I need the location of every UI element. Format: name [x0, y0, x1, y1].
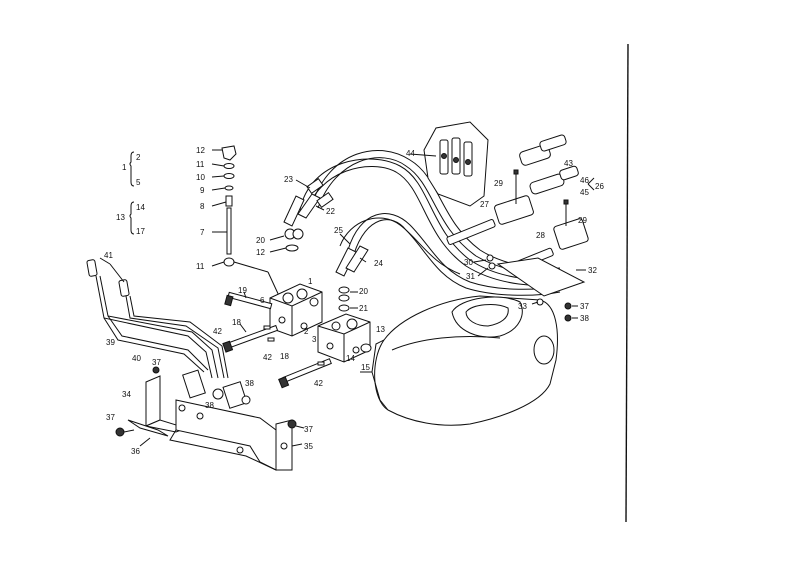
valve-rod-stack: [211, 145, 281, 299]
control-valve-body: [269, 283, 323, 337]
part-label: 14: [136, 203, 145, 212]
part-label: 37: [304, 425, 313, 434]
part-label: 2: [136, 153, 141, 162]
part-label: 33: [518, 302, 527, 311]
operator-console: [409, 121, 489, 207]
part-label: 2: [304, 327, 309, 336]
part-label: 38: [580, 314, 589, 323]
part-label: 20: [359, 287, 368, 296]
part-label: 7: [200, 228, 205, 237]
hose-fittings-22-23: [269, 178, 334, 253]
part-label: 46: [580, 176, 589, 185]
page-border-line: [625, 43, 629, 523]
part-label: 42: [213, 327, 222, 336]
part-label: 37: [152, 358, 161, 367]
part-label: 1: [122, 163, 127, 172]
control-valve-section: [317, 313, 372, 363]
part-label: 11: [196, 160, 205, 169]
part-label: 34: [122, 390, 131, 399]
part-label: 23: [284, 175, 293, 184]
part-label: 10: [196, 173, 205, 182]
group-bracket-13: [129, 201, 135, 235]
part-label: 32: [588, 266, 597, 275]
part-label: 42: [263, 353, 272, 362]
part-label: 1: [308, 277, 313, 286]
part-reference-labels: 12 11 10 9 8 7 11 1 2 5 13 14 17 23 22 2…: [104, 146, 604, 456]
part-label: 27: [480, 200, 489, 209]
part-label: 36: [131, 447, 140, 456]
part-label: 12: [256, 248, 265, 257]
part-label: 42: [314, 379, 323, 388]
part-label: 31: [466, 272, 475, 281]
part-label: 26: [595, 182, 604, 191]
part-label: 37: [580, 302, 589, 311]
part-label: 8: [200, 202, 205, 211]
part-label: 38: [205, 401, 214, 410]
long-bolts: [222, 291, 332, 389]
part-label: 21: [359, 304, 368, 313]
part-label: 29: [494, 179, 503, 188]
part-label: 11: [196, 262, 205, 271]
part-label: 41: [104, 251, 113, 260]
part-label: 5: [136, 178, 141, 187]
part-label: 43: [564, 159, 573, 168]
part-label: 30: [464, 258, 473, 267]
part-label: 38: [245, 379, 254, 388]
part-label: 20: [256, 236, 265, 245]
part-label: 40: [132, 354, 141, 363]
part-label: 45: [580, 188, 589, 197]
part-label: 13: [116, 213, 125, 222]
part-label: 17: [136, 227, 145, 236]
part-label: 9: [200, 186, 205, 195]
part-label: 24: [374, 259, 383, 268]
part-label: 28: [536, 231, 545, 240]
group-bracket-1: [129, 151, 135, 187]
lever-mount-bracket: [115, 366, 305, 471]
part-label: 35: [304, 442, 313, 451]
part-label: 18: [280, 352, 289, 361]
hydraulic-tank: [360, 295, 558, 426]
control-levers: [86, 257, 229, 379]
part-label: 3: [312, 335, 317, 344]
part-label: 12: [196, 146, 205, 155]
part-label: 18: [232, 318, 241, 327]
part-label: 29: [578, 216, 587, 225]
part-label: 22: [326, 207, 335, 216]
part-label: 37: [106, 413, 115, 422]
part-label: 15: [361, 363, 370, 372]
part-label: 6: [260, 296, 265, 305]
part-label: 44: [406, 149, 415, 158]
part-label: 13: [376, 325, 385, 334]
part-label: 14: [346, 354, 355, 363]
right-side-fittings: [446, 134, 595, 322]
valve-fittings-20-21: [338, 286, 358, 312]
hose-fittings-24-25: [335, 233, 369, 277]
part-label: 39: [106, 338, 115, 347]
part-label: 19: [238, 286, 247, 295]
part-label: 25: [334, 226, 343, 235]
